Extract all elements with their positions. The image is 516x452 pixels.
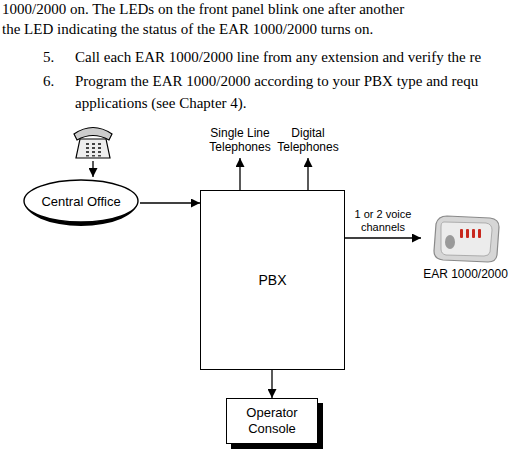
pbx-box: PBX [200,190,345,370]
body-text: 6. [43,72,54,90]
office-ellipse: Central Office [22,178,140,228]
body-text: Program the EAR 1000/2000 according to y… [75,72,478,90]
telephone-arrow [239,158,240,190]
ear-device: EAR 1000/2000 [421,212,510,281]
telephone-icon [74,128,112,159]
body-text: Call each EAR 1000/2000 line from any ex… [75,48,481,66]
body-text: 1000/2000 on. The LEDs on the front pane… [2,0,404,18]
device-speaker [445,235,455,249]
node-text: EAR 1000/2000 [423,267,508,281]
connector-arrow [271,370,272,398]
phone-line-arrow [92,161,93,177]
device-face [441,222,492,256]
device-led [460,229,463,238]
connector-arrow [140,202,200,203]
figure-label: Digital Telephones [273,126,343,154]
node-text: PBX [258,272,286,288]
device-led [478,229,481,238]
device-illustration [430,212,502,264]
body-text: 5. [43,48,54,66]
body-text: the LED indicating the status of the EAR… [2,20,373,38]
telephone-arrow [307,158,308,190]
device-led [466,229,469,238]
edge-label: 1 or 2 voice channels [346,208,420,234]
console-box: Operator Console [226,398,318,444]
device-led [472,229,475,238]
connector-arrow [345,237,421,238]
node-text: Central Office [41,194,120,209]
node-text: Operator Console [235,405,309,437]
device-body [434,216,499,262]
body-text: applications (see Chapter 4). [75,94,247,112]
figure-label: Single Line Telephones [205,126,275,154]
ellipse-shape [24,180,138,222]
